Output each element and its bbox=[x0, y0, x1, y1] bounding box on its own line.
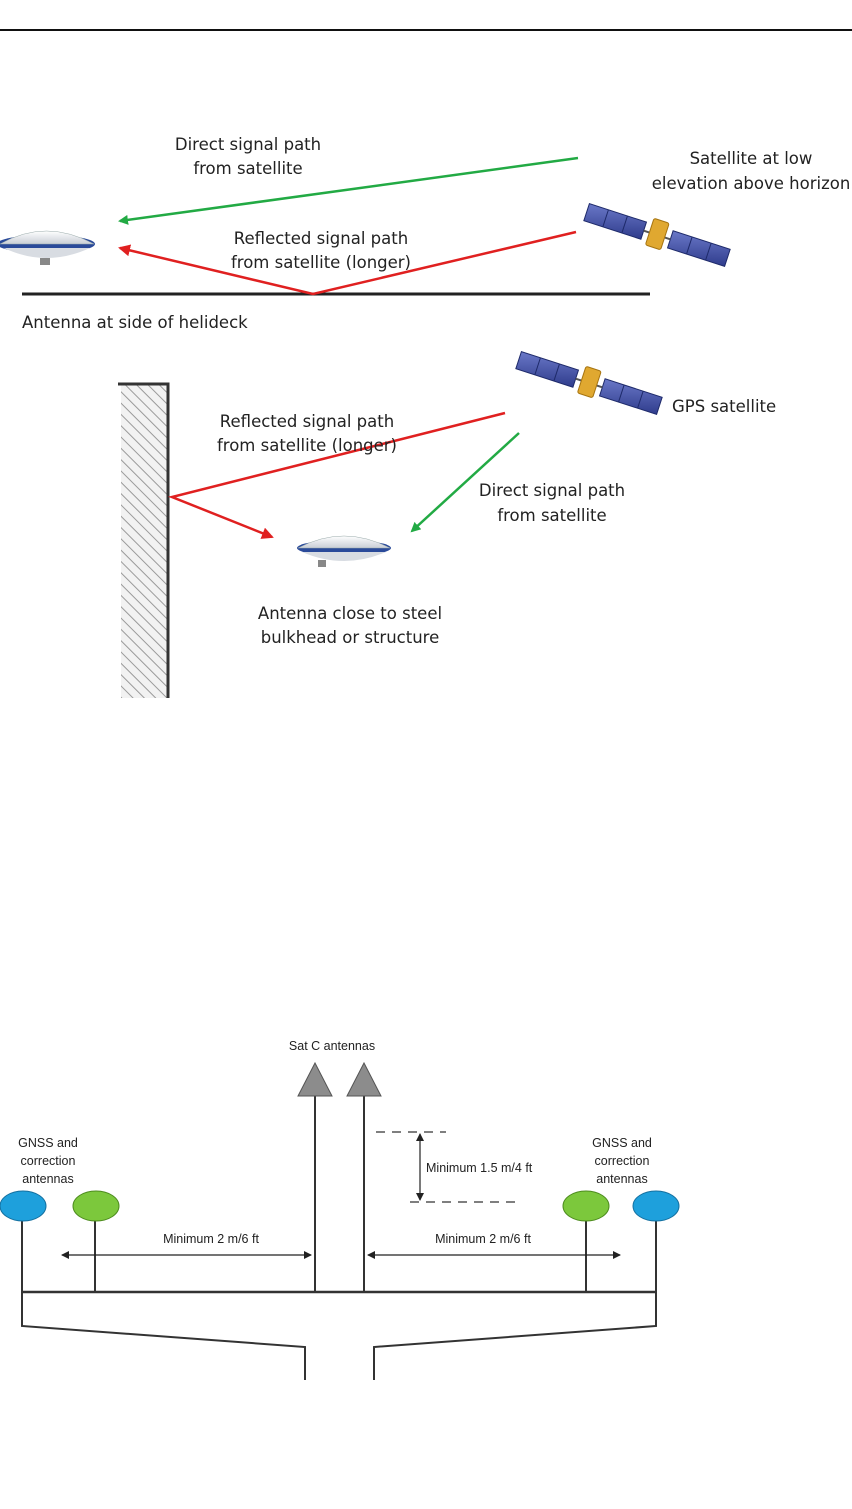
satc-antennas-label: Sat C antennas bbox=[289, 1039, 375, 1053]
satc-antenna-right bbox=[346, 1061, 382, 1292]
figure-antenna-spacing: Sat C antennas GNSS and correction anten… bbox=[0, 1039, 680, 1380]
figure-helideck: Direct signal path from satellite Satell… bbox=[0, 135, 850, 332]
gnss-left-label-3: antennas bbox=[22, 1172, 73, 1186]
antenna-location-label-1: Antenna close to steel bbox=[258, 604, 442, 623]
antenna-icon bbox=[0, 230, 95, 265]
antenna-icon bbox=[297, 535, 391, 567]
antenna-location-label: Antenna at side of helideck bbox=[22, 313, 248, 332]
direct-path-label-1: Direct signal path bbox=[175, 135, 321, 154]
reflected-signal-arrow bbox=[118, 230, 577, 296]
gnss-right-label-1: GNSS and bbox=[592, 1136, 652, 1150]
reflected-path-label-2: from satellite (longer) bbox=[231, 253, 411, 272]
right-min-label: Minimum 2 m/6 ft bbox=[435, 1232, 531, 1246]
reflected-path-label-2: from satellite (longer) bbox=[217, 436, 397, 455]
direct-signal-arrow bbox=[410, 432, 520, 533]
gnss-right-label-2: correction bbox=[595, 1154, 650, 1168]
satellite-icon bbox=[583, 202, 731, 268]
gnss-antenna-blue-left bbox=[0, 1190, 47, 1222]
gnss-left-label-2: correction bbox=[21, 1154, 76, 1168]
platform-left-profile bbox=[21, 1292, 306, 1380]
gnss-antenna-blue-right bbox=[632, 1190, 680, 1222]
bulkhead-edge bbox=[118, 382, 170, 698]
correction-antenna-green-left bbox=[72, 1190, 120, 1222]
reflected-signal-arrow bbox=[167, 411, 506, 539]
left-min-label: Minimum 2 m/6 ft bbox=[163, 1232, 259, 1246]
gps-satellite-icon bbox=[515, 350, 663, 416]
satellite-label-1: Satellite at low bbox=[690, 149, 813, 168]
reflected-path-label-1: Reflected signal path bbox=[234, 229, 408, 248]
platform-right-profile bbox=[373, 1292, 657, 1380]
reflected-path-label-1: Reflected signal path bbox=[220, 412, 394, 431]
antenna-location-label-2: bulkhead or structure bbox=[261, 628, 440, 647]
correction-antenna-green-right bbox=[562, 1190, 610, 1222]
steel-bulkhead bbox=[121, 384, 168, 698]
direct-signal-arrow bbox=[118, 156, 579, 225]
satc-antenna-left bbox=[297, 1061, 333, 1292]
gps-satellite-label: GPS satellite bbox=[672, 397, 776, 416]
gnss-right-label-3: antennas bbox=[596, 1172, 647, 1186]
vertical-min-label: Minimum 1.5 m/4 ft bbox=[426, 1161, 533, 1175]
direct-path-label-1: Direct signal path bbox=[479, 481, 625, 500]
direct-path-label-2: from satellite bbox=[497, 506, 606, 525]
direct-path-label-2: from satellite bbox=[193, 159, 302, 178]
satellite-label-2: elevation above horizon bbox=[652, 174, 851, 193]
gnss-left-label-1: GNSS and bbox=[18, 1136, 78, 1150]
figure-bulkhead: Reflected signal path from satellite (lo… bbox=[118, 350, 776, 698]
